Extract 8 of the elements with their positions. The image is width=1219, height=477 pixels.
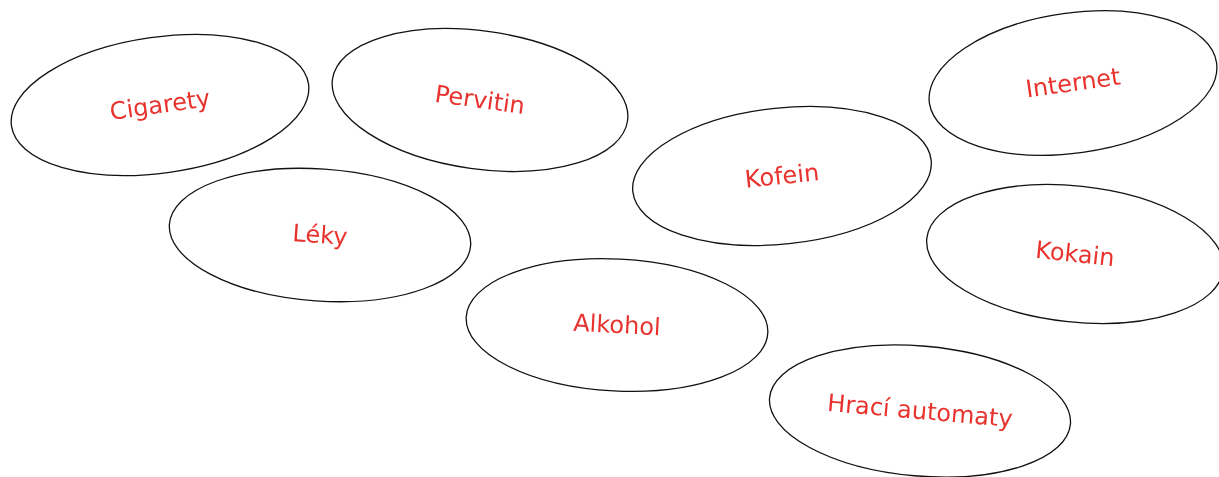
node-label: Kofein	[743, 158, 821, 194]
node-label: Kokain	[1034, 235, 1116, 273]
node-label: Pervitin	[433, 79, 527, 121]
node-label: Léky	[291, 219, 349, 251]
node-label: Hrací automaty	[826, 388, 1014, 434]
node-label: Internet	[1023, 62, 1123, 104]
node-label: Cigarety	[108, 84, 212, 126]
node-label: Alkohol	[572, 308, 662, 342]
